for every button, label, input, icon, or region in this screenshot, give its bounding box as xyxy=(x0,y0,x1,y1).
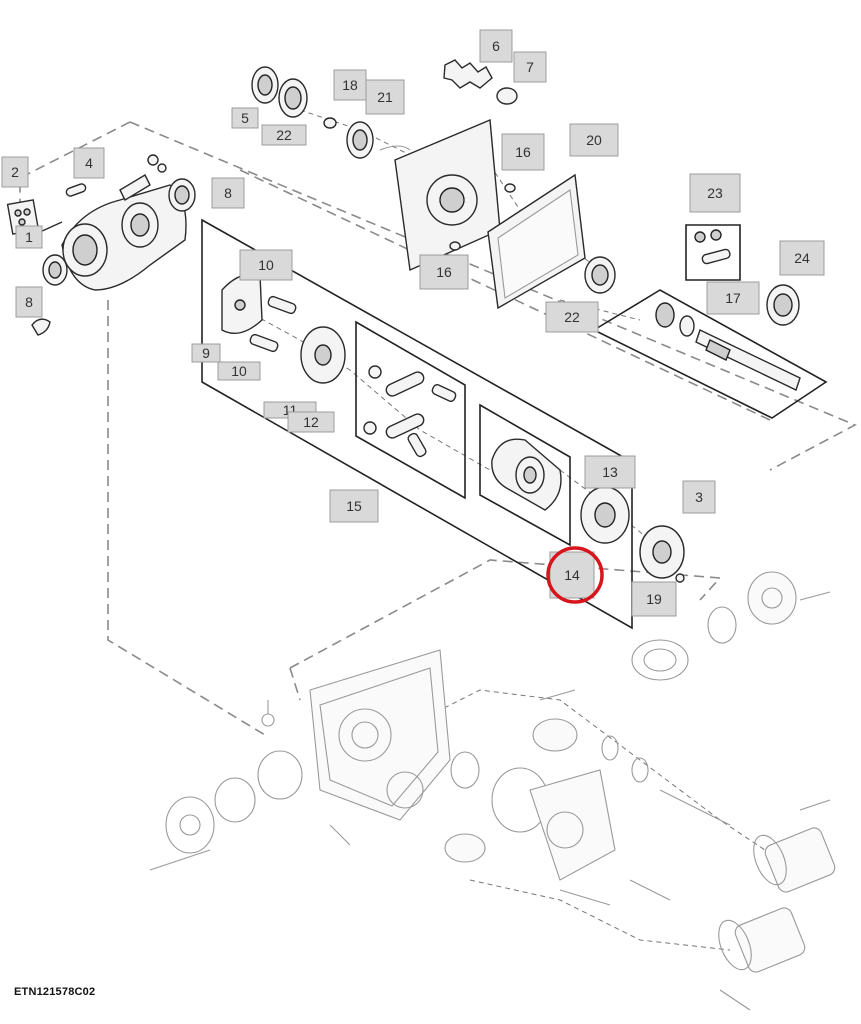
callout-box xyxy=(211,177,245,209)
callout-box xyxy=(73,147,105,179)
callout-number: 8 xyxy=(25,294,33,310)
callout-box xyxy=(191,343,221,363)
callout-box xyxy=(479,29,513,63)
callout-number: 24 xyxy=(794,250,810,266)
callout-box xyxy=(239,249,293,281)
callout-number: 3 xyxy=(695,489,703,505)
callout-number: 8 xyxy=(224,185,232,201)
callout-number: 12 xyxy=(303,414,319,430)
callout-box xyxy=(261,124,307,146)
callout-15: 15 xyxy=(329,489,379,523)
callout-box xyxy=(545,301,599,333)
callout-17: 17 xyxy=(706,281,760,315)
callout-box xyxy=(231,107,259,129)
callout-number: 4 xyxy=(85,155,93,171)
callout-box xyxy=(501,133,545,171)
callout-number: 19 xyxy=(646,591,662,607)
callout-box xyxy=(631,581,677,617)
callout-2: 2 xyxy=(1,156,29,188)
callout-12: 12 xyxy=(287,411,335,433)
callout-5: 5 xyxy=(231,107,259,129)
callout-box xyxy=(329,489,379,523)
callout-box xyxy=(549,551,595,599)
callout-box xyxy=(419,254,469,290)
callout-number: 9 xyxy=(202,345,210,361)
callout-number: 1 xyxy=(25,229,33,245)
callout-21: 21 xyxy=(365,79,405,115)
callout-number: 14 xyxy=(564,567,580,583)
kit-panel-15 xyxy=(201,218,633,630)
callout-3: 3 xyxy=(682,480,716,514)
callout-18: 18 xyxy=(333,69,367,101)
callout-box xyxy=(287,411,335,433)
callout-number: 16 xyxy=(436,264,452,280)
callout-box xyxy=(779,240,825,276)
callout-number: 22 xyxy=(276,127,292,143)
callout-19: 19 xyxy=(631,581,677,617)
callout-number: 18 xyxy=(342,77,358,93)
callout-8: 8 xyxy=(15,286,43,318)
callout-14: 14 xyxy=(549,551,595,599)
callout-box xyxy=(217,361,261,381)
callout-box xyxy=(15,225,43,249)
callout-box xyxy=(682,480,716,514)
callout-number: 13 xyxy=(602,464,618,480)
highlight-circle xyxy=(546,546,604,604)
callout-23: 23 xyxy=(689,173,741,213)
callout-22: 22 xyxy=(261,124,307,146)
callout-13: 13 xyxy=(584,455,636,489)
callout-10: 10 xyxy=(239,249,293,281)
callout-number: 17 xyxy=(725,290,741,306)
callout-9: 9 xyxy=(191,343,221,363)
figure-id-caption: ETN121578C02 xyxy=(14,986,96,998)
callout-number: 6 xyxy=(492,38,500,54)
callout-box xyxy=(569,123,619,157)
kit-panel-17 xyxy=(592,289,828,419)
callout-20: 20 xyxy=(569,123,619,157)
callout-box xyxy=(1,156,29,188)
callout-22: 22 xyxy=(545,301,599,333)
callout-box xyxy=(513,51,547,83)
callout-16: 16 xyxy=(419,254,469,290)
callout-24: 24 xyxy=(779,240,825,276)
callout-4: 4 xyxy=(73,147,105,179)
callout-1: 1 xyxy=(15,225,43,249)
callout-box xyxy=(706,281,760,315)
parts xyxy=(6,59,801,583)
callout-box xyxy=(689,173,741,213)
lower-assembly-ghost xyxy=(149,571,836,1011)
callout-number: 21 xyxy=(377,89,393,105)
callout-number: 10 xyxy=(231,363,247,379)
callout-number: 20 xyxy=(586,132,602,148)
callout-10: 10 xyxy=(217,361,261,381)
callout-number: 2 xyxy=(11,164,19,180)
callout-number: 10 xyxy=(258,257,274,273)
callout-8: 8 xyxy=(211,177,245,209)
callout-box xyxy=(584,455,636,489)
callout-16: 16 xyxy=(501,133,545,171)
callout-number: 5 xyxy=(241,110,249,126)
callout-labels: 1234567889101011121314151616171819202122… xyxy=(1,29,825,617)
callout-6: 6 xyxy=(479,29,513,63)
callout-box xyxy=(15,286,43,318)
callout-number: 16 xyxy=(515,144,531,160)
callout-7: 7 xyxy=(513,51,547,83)
callout-number: 15 xyxy=(346,498,362,514)
callout-number: 22 xyxy=(564,309,580,325)
callout-number: 23 xyxy=(707,185,723,201)
callout-box xyxy=(365,79,405,115)
callout-number: 7 xyxy=(526,59,534,75)
